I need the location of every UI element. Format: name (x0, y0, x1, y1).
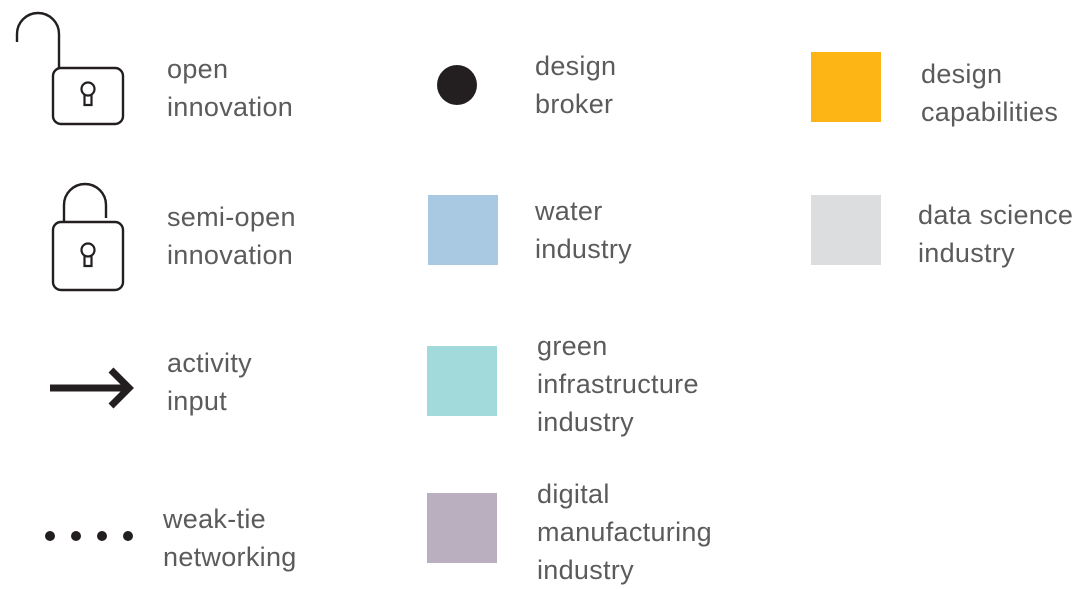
arrow-right-icon (50, 367, 134, 409)
legend-label-data-science-industry: data science industry (918, 200, 1074, 268)
filled-circle-icon (437, 65, 477, 105)
semi-open-padlock-icon (51, 182, 125, 292)
color-swatch-digital-manufacturing (427, 493, 497, 563)
legend-label-design-broker: design broker (535, 51, 617, 119)
legend-label-green-infrastructure-industry: green infrastructure industry (537, 331, 699, 437)
legend-label-design-capabilities: design capabilities (921, 59, 1059, 127)
legend-label-activity-input: activity input (167, 348, 252, 416)
color-swatch-design-capabilities (811, 52, 881, 122)
dotted-line-icon (45, 531, 133, 541)
open-padlock-icon (15, 11, 125, 126)
legend-label-digital-manufacturing-industry: digital manufacturing industry (537, 479, 712, 585)
legend-label-open-innovation: open innovation (167, 54, 294, 122)
color-swatch-water (428, 195, 498, 265)
legend-label-weak-tie-networking: weak-tie networking (163, 504, 297, 572)
color-swatch-data-science (811, 195, 881, 265)
color-swatch-green-infrastructure (427, 346, 497, 416)
legend-label-water-industry: water industry (535, 196, 632, 264)
legend-label-semi-open-innovation: semi-open innovation (167, 202, 296, 270)
